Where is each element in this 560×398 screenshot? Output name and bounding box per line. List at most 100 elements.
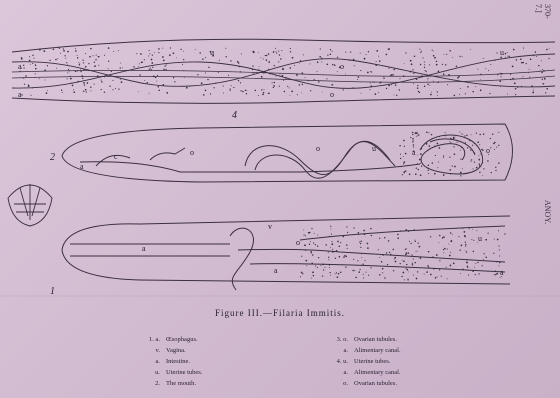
stipple-dot <box>512 66 514 68</box>
stipple-dot <box>158 86 160 88</box>
stipple-dot <box>53 49 55 51</box>
part-label: a <box>142 244 146 253</box>
stipple-dot <box>415 132 417 134</box>
stipple-dot <box>467 86 469 88</box>
stipple-dot <box>474 162 475 163</box>
legend-row: a.Alimentary canal. <box>326 369 476 380</box>
stipple-dot <box>533 90 534 91</box>
stipple-dot <box>66 62 67 63</box>
stipple-dot <box>205 72 206 73</box>
stipple-dot <box>479 134 480 135</box>
stipple-dot <box>79 64 81 66</box>
stipple-dot <box>526 63 527 64</box>
stipple-dot <box>360 70 361 71</box>
stipple-dot <box>156 77 157 78</box>
stipple-dot <box>275 76 276 77</box>
stipple-dot <box>424 64 425 65</box>
stipple-dot <box>109 86 110 87</box>
stipple-dot <box>480 74 481 75</box>
stipple-dot <box>353 227 354 228</box>
stipple-dot <box>317 71 318 72</box>
stipple-dot <box>361 253 362 254</box>
stipple-dot <box>449 255 451 257</box>
stipple-dot <box>529 69 530 70</box>
stipple-dot <box>330 275 331 276</box>
stipple-dot <box>449 169 451 171</box>
stipple-dot <box>305 260 307 262</box>
stipple-dot <box>150 68 151 69</box>
stipple-dot <box>546 49 548 51</box>
stipple-dot <box>437 91 438 92</box>
stipple-dot <box>382 272 383 273</box>
stipple-dot <box>412 264 414 266</box>
stipple-dot <box>322 264 324 266</box>
stipple-dot <box>144 80 145 81</box>
stipple-dot <box>443 249 444 250</box>
stipple-dot <box>149 93 150 94</box>
stipple-dot <box>407 279 408 280</box>
stipple-dot <box>44 69 46 71</box>
stipple-dot <box>347 248 348 249</box>
stipple-dot <box>490 147 491 148</box>
stipple-dot <box>25 75 27 77</box>
stipple-dot <box>252 51 254 53</box>
stipple-dot <box>62 92 63 93</box>
figure-4-number: 4 <box>232 110 237 121</box>
stipple-dot <box>332 251 334 253</box>
stipple-dot <box>352 87 353 88</box>
stipple-dot <box>386 88 387 89</box>
stipple-dot <box>501 73 503 75</box>
stipple-dot <box>328 252 329 253</box>
stipple-dot <box>549 58 550 59</box>
stipple-dot <box>138 66 139 67</box>
stipple-dot <box>281 50 282 51</box>
part-label: a <box>18 90 22 99</box>
stipple-dot <box>314 233 315 234</box>
stipple-dot <box>443 73 445 75</box>
stipple-dot <box>32 55 33 56</box>
stipple-dot <box>406 252 408 254</box>
stipple-dot <box>434 145 435 146</box>
stipple-dot <box>30 95 31 96</box>
stipple-dot <box>431 134 433 136</box>
stipple-dot <box>522 62 524 64</box>
stipple-dot <box>465 250 466 251</box>
stipple-dot <box>426 76 427 77</box>
stipple-dot <box>330 228 331 229</box>
stipple-dot <box>492 133 493 134</box>
stipple-dot <box>516 59 518 61</box>
stipple-dot <box>144 59 145 60</box>
stipple-dot <box>268 69 269 70</box>
stipple-dot <box>412 141 413 142</box>
stipple-dot <box>394 95 395 96</box>
stipple-dot <box>444 248 446 250</box>
figure-4-worm-segment <box>12 39 555 103</box>
legend-text: Œsophagus. <box>166 336 198 343</box>
stipple-dot <box>337 276 339 278</box>
stipple-dot <box>378 92 379 93</box>
stipple-dot <box>416 136 417 137</box>
stipple-dot <box>484 253 485 254</box>
stipple-dot <box>416 278 418 280</box>
stipple-dot <box>376 50 378 52</box>
stipple-dot <box>428 78 429 79</box>
stipple-dot <box>263 92 264 93</box>
stipple-dot <box>424 62 425 63</box>
stipple-dot <box>195 49 196 50</box>
stipple-dot <box>433 268 435 270</box>
stipple-dot <box>213 87 214 88</box>
stipple-dot <box>426 271 428 273</box>
stipple-dot <box>403 272 405 274</box>
stipple-dot <box>357 79 358 80</box>
stipple-dot <box>83 62 84 63</box>
stipple-dot <box>273 51 275 53</box>
stipple-dot <box>403 75 405 77</box>
stipple-dot <box>182 64 183 65</box>
stipple-dot <box>199 52 200 53</box>
stipple-dot <box>352 270 353 271</box>
stipple-dot <box>203 94 205 96</box>
stipple-dot <box>149 50 150 51</box>
stipple-dot <box>359 242 360 243</box>
stipple-dot <box>436 61 437 62</box>
stipple-dot <box>152 54 153 55</box>
